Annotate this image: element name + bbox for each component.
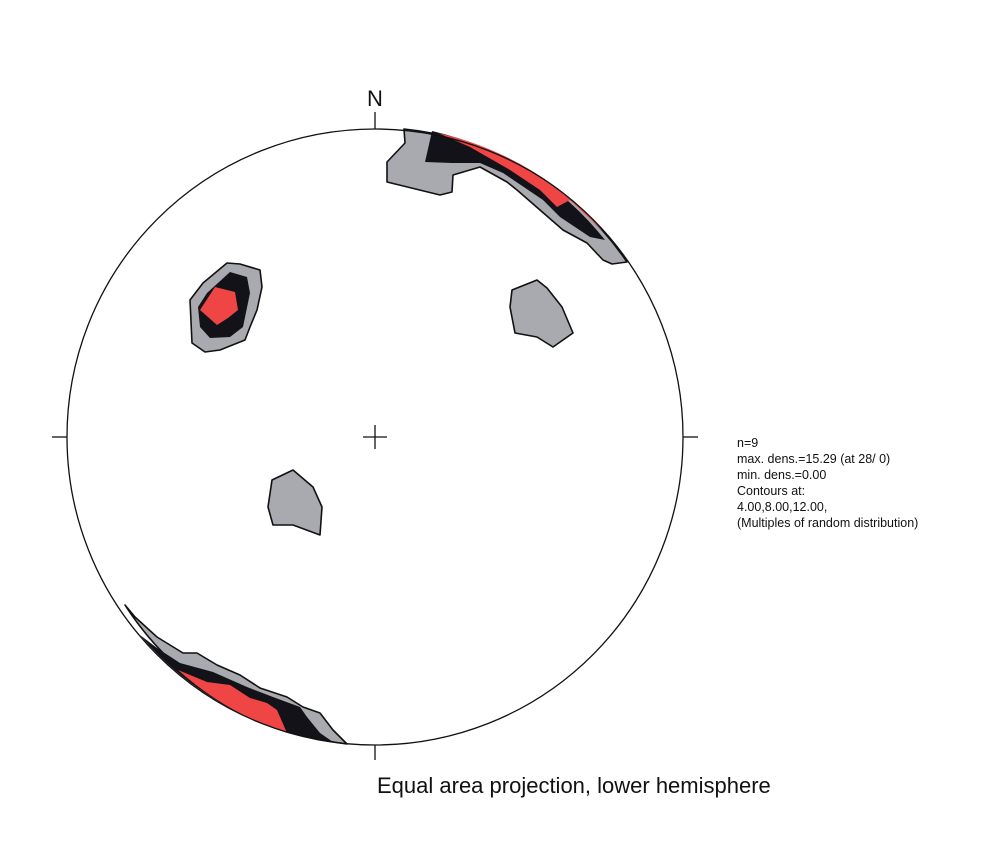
legend: n=9 max. dens.=15.29 (at 28/ 0) min. den… — [737, 435, 918, 531]
density-contours — [124, 128, 628, 745]
contour-sw-12 — [178, 670, 287, 733]
legend-units: (Multiples of random distribution) — [737, 516, 919, 530]
legend-contour-levels: 4.00,8.00,12.00, — [737, 500, 828, 514]
contour-sw-8 — [140, 635, 333, 742]
contour-ne-4 — [386, 128, 628, 265]
north-label: N — [367, 86, 383, 111]
contour-sw-4 — [124, 604, 348, 745]
contour-nw-12 — [200, 287, 238, 325]
contour-ne-8 — [425, 131, 605, 240]
legend-contours-label: Contours at: — [737, 484, 806, 498]
contour-s-4 — [267, 469, 323, 536]
contour-e-4 — [509, 279, 574, 348]
legend-n: n=9 — [737, 436, 759, 450]
legend-min-density: min. dens.=0.00 — [737, 468, 827, 482]
projection-title: Equal area projection, lower hemisphere — [377, 773, 771, 798]
legend-max-density: max. dens.=15.29 (at 28/ 0) — [737, 452, 891, 466]
